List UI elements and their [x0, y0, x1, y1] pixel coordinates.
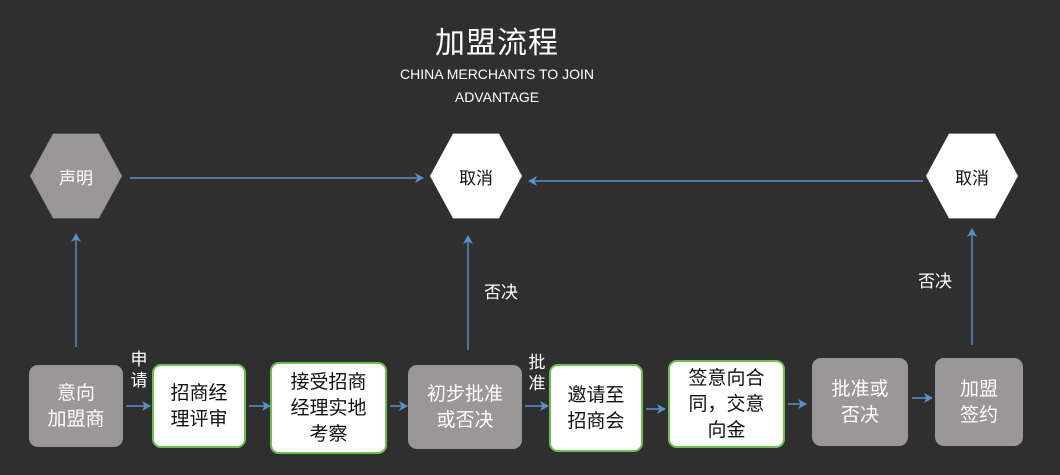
subtitle-line-2: ADVANTAGE [454, 89, 540, 105]
step-label: 批准或 否决 [831, 378, 889, 426]
step-site-inspection: 接受招商 经理实地 考察 [270, 362, 387, 454]
declare-label: 声明 [59, 168, 93, 189]
step-label: 招商经 理评审 [170, 382, 228, 430]
subtitle-line-1: CHINA MERCHANTS TO JOIN [400, 66, 594, 82]
cancel-center-label: 取消 [459, 168, 493, 189]
step-label: 初步批准 或否决 [426, 383, 503, 431]
step-intended-franchisee: 意向 加盟商 [29, 365, 123, 447]
approve-label: 批 准 [528, 353, 546, 394]
reject-center-label: 否决 [484, 283, 518, 303]
step-label: 意向 加盟商 [47, 382, 105, 430]
page-subtitle: CHINA MERCHANTS TO JOIN ADVANTAGE [0, 63, 994, 109]
page-title: 加盟流程 [435, 26, 559, 61]
cancel-right-label: 取消 [955, 168, 989, 189]
reject-right-label: 否决 [918, 272, 952, 292]
step-preliminary-decision: 初步批准 或否决 [408, 365, 522, 449]
step-invite-meeting: 邀请至 招商会 [549, 364, 643, 452]
step-sign-intent-contract: 签意向合 同，交意 向金 [668, 360, 785, 448]
step-franchise-signing: 加盟 签约 [935, 358, 1023, 446]
apply-label: 申 请 [130, 350, 148, 391]
step-label: 加盟 签约 [959, 378, 998, 426]
cancel-center-node: 取消 [430, 133, 522, 219]
step-approve-or-reject: 批准或 否决 [812, 358, 908, 446]
declare-node: 声明 [30, 133, 122, 219]
step-label: 签意向合 同，交意 向金 [688, 367, 765, 441]
step-label: 接受招商 经理实地 考察 [290, 371, 367, 445]
step-manager-review: 招商经 理评审 [152, 364, 246, 448]
step-label: 邀请至 招商会 [567, 384, 625, 432]
